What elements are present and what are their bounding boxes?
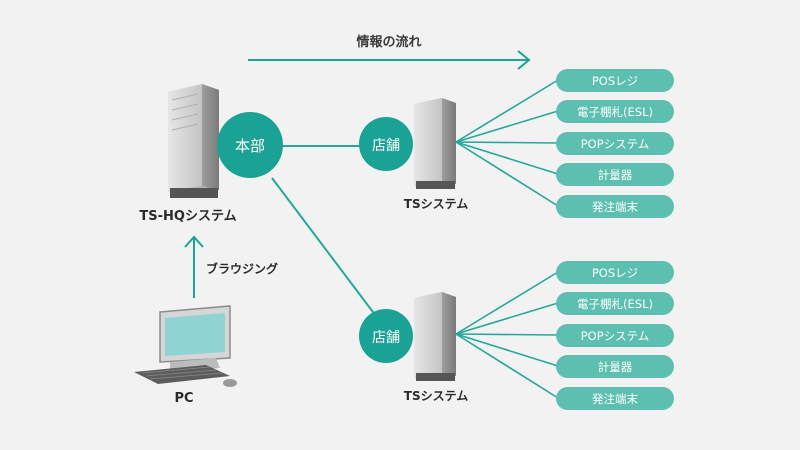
- store1-system-label: TSシステム: [404, 197, 468, 211]
- browsing-arrow-icon: [184, 235, 204, 298]
- device-pill: 計量器: [556, 163, 674, 186]
- browsing-label: ブラウジング: [206, 261, 278, 276]
- store1-device-list: POSレジ 電子棚札(ESL) POPシステム 計量器 発注端末: [556, 69, 674, 218]
- device-pill: POSレジ: [556, 69, 674, 92]
- device-pill-label: 電子棚札(ESL): [577, 297, 653, 311]
- device-pill: 電子棚札(ESL): [556, 292, 674, 315]
- store2-fan-lines: [455, 271, 559, 399]
- device-pill: 電子棚札(ESL): [556, 100, 674, 123]
- store2-circle: [359, 309, 413, 363]
- device-pill-label: POPシステム: [581, 137, 650, 151]
- device-pill: POSレジ: [556, 261, 674, 284]
- flow-label: 情報の流れ: [356, 34, 421, 50]
- device-pill-label: 発注端末: [592, 200, 638, 214]
- device-pill-label: POSレジ: [592, 74, 638, 88]
- device-pill-label: POPシステム: [581, 329, 650, 343]
- device-pill-label: 計量器: [598, 360, 633, 374]
- store2-server-icon: [414, 292, 456, 381]
- store1-fan-lines: [455, 79, 559, 207]
- store2-system-label: TSシステム: [404, 389, 468, 403]
- pc-label: PC: [174, 391, 193, 406]
- device-pill: 発注端末: [556, 195, 674, 218]
- store2-device-list: POSレジ 電子棚札(ESL) POPシステム 計量器 発注端末: [556, 261, 674, 410]
- device-pill: 計量器: [556, 355, 674, 378]
- hq-circle: [217, 112, 283, 178]
- hq-system-label: TS-HQシステム: [139, 209, 236, 224]
- flow-arrow-icon: [248, 50, 531, 70]
- store1-server-icon: [414, 98, 456, 189]
- connection-lines: [252, 145, 389, 333]
- store1-circle-label: 店舗: [372, 138, 400, 154]
- device-pill-label: 計量器: [598, 168, 633, 182]
- store1-circle: [359, 117, 413, 171]
- device-pill: POPシステム: [556, 132, 674, 155]
- hq-circle-label: 本部: [235, 137, 265, 155]
- hq-to-store2-line: [271, 177, 389, 333]
- desktop-pc-icon: [134, 305, 237, 387]
- device-pill-label: POSレジ: [592, 266, 638, 280]
- device-pill: POPシステム: [556, 324, 674, 347]
- hq-server-icon: [168, 84, 219, 198]
- device-pill: 発注端末: [556, 387, 674, 410]
- store2-circle-label: 店舗: [372, 330, 400, 346]
- device-pill-label: 発注端末: [592, 392, 638, 406]
- device-pill-label: 電子棚札(ESL): [577, 105, 653, 119]
